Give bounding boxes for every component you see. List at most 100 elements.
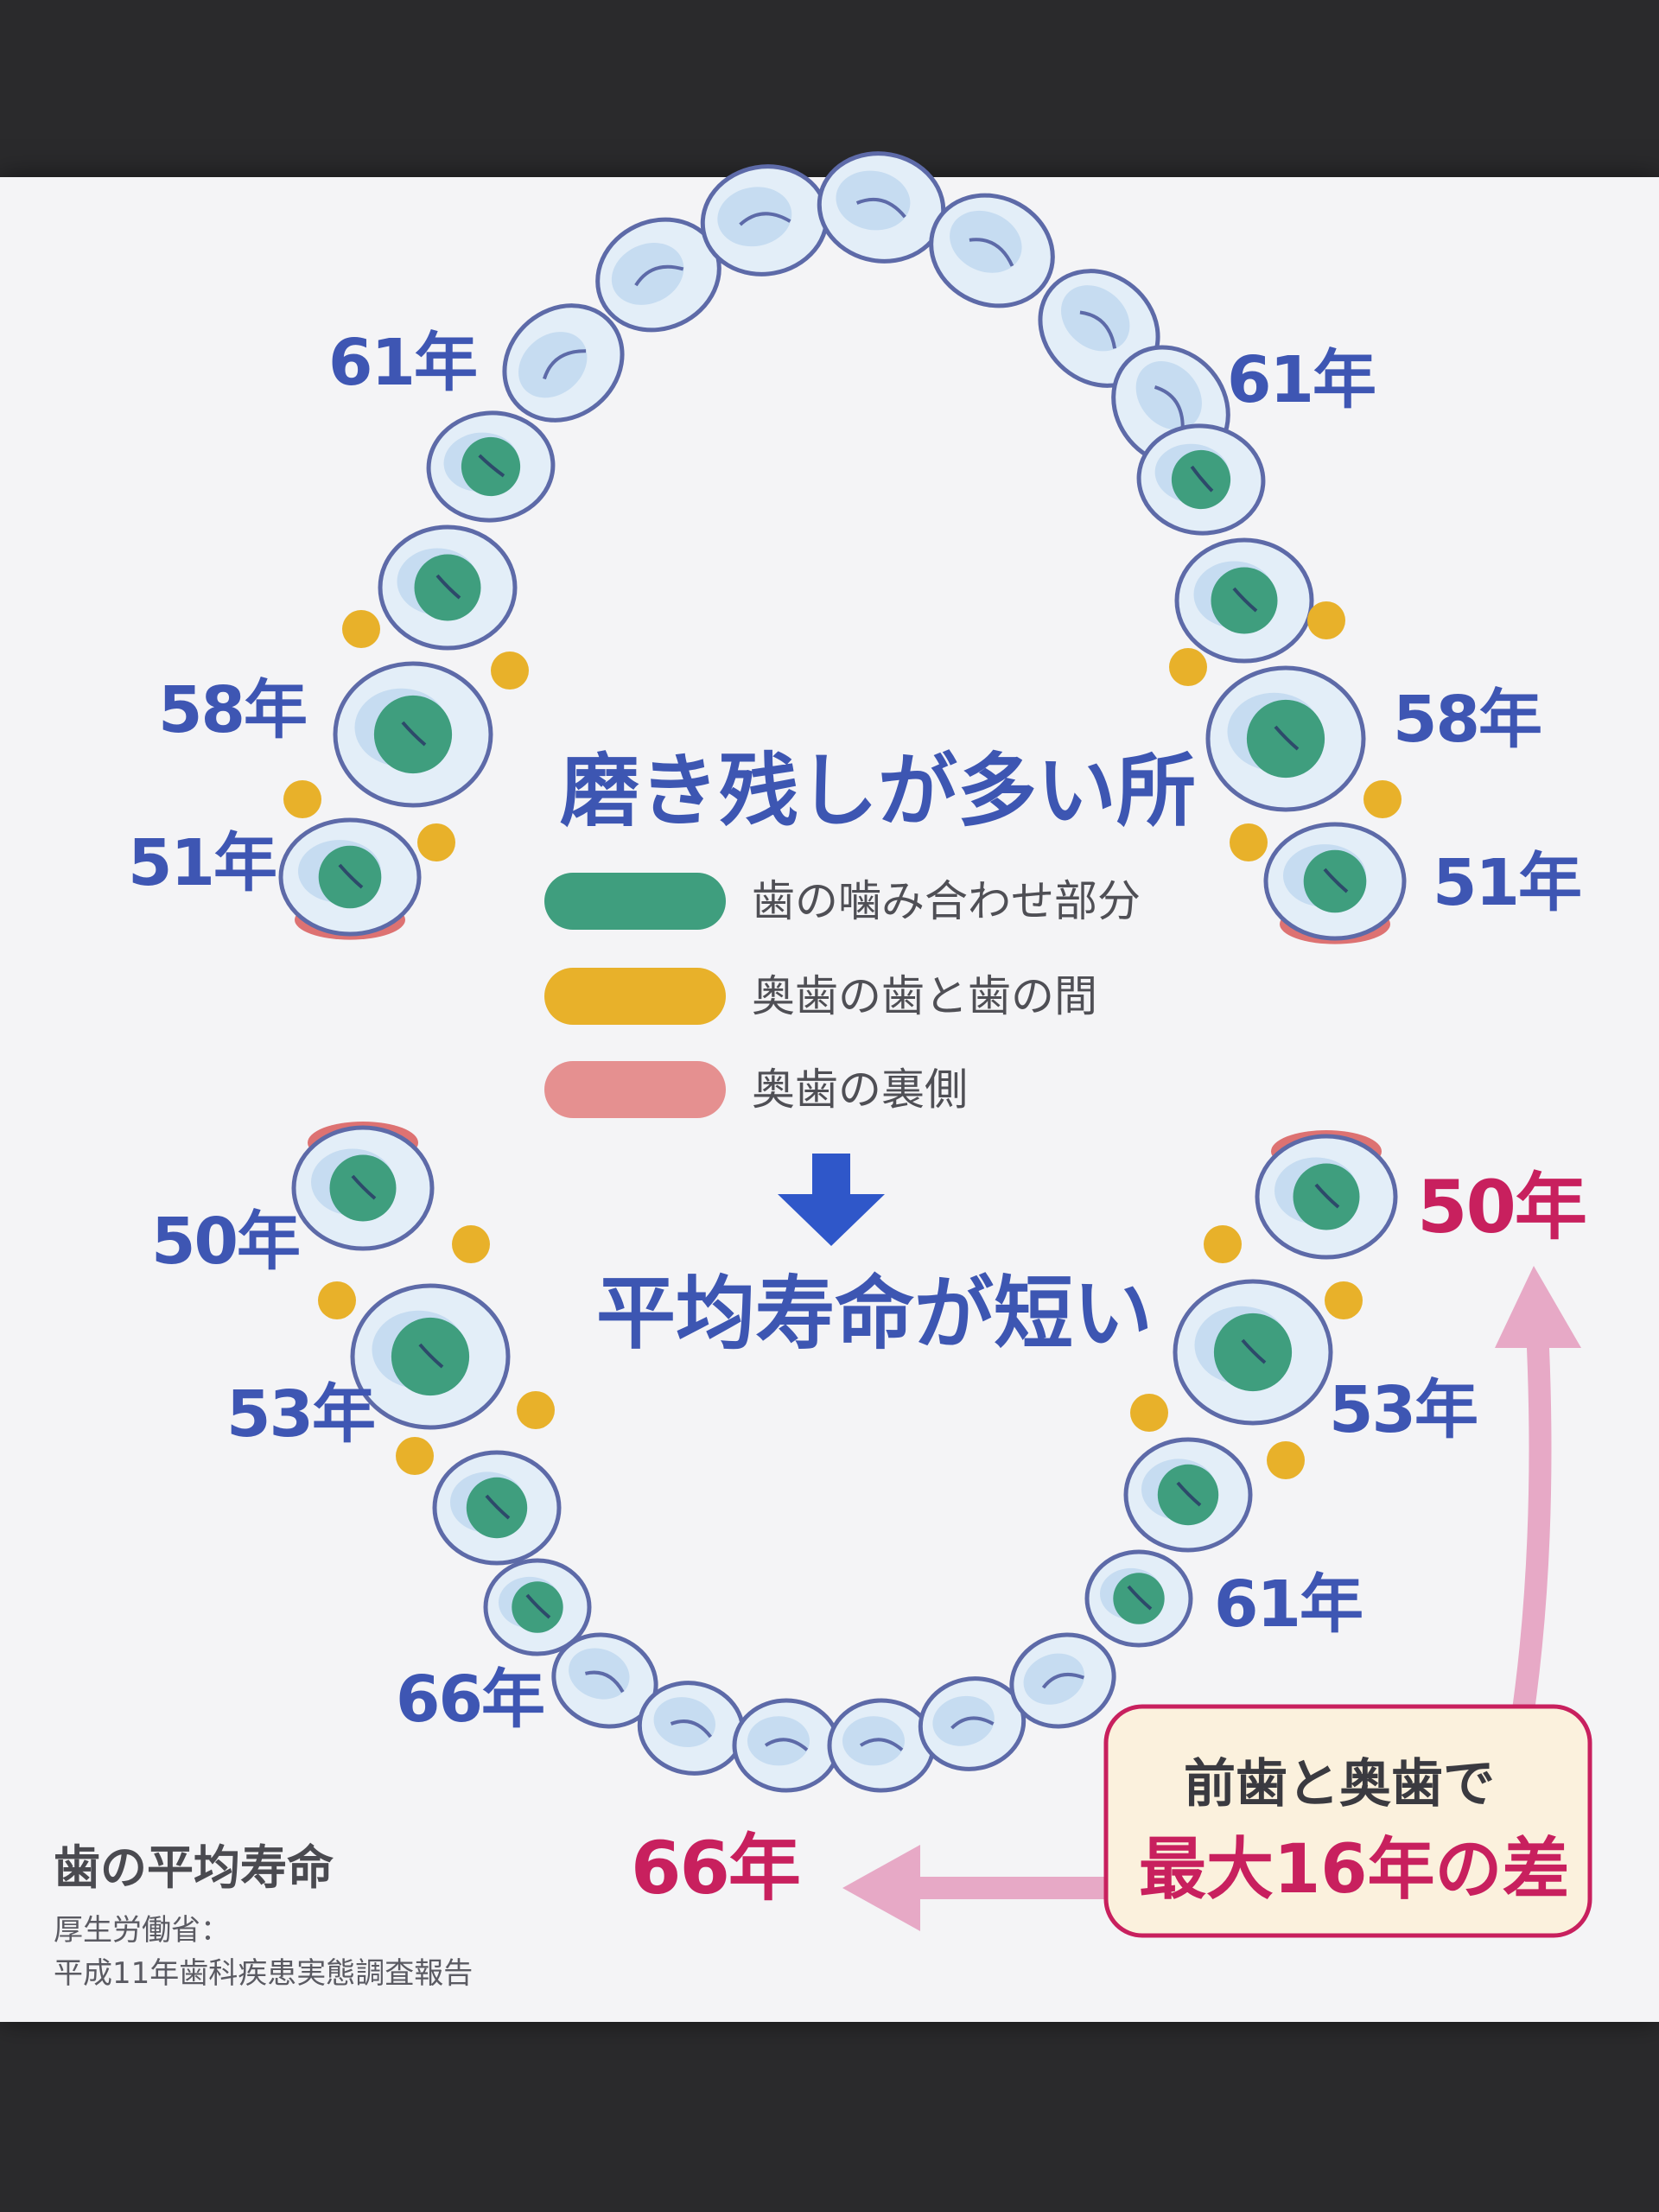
fissure — [338, 863, 364, 889]
tooth — [1174, 537, 1314, 664]
tooth — [1263, 822, 1407, 944]
legend-label-lingual: 奥歯の裏側 — [752, 1065, 968, 1115]
fissure — [1241, 1338, 1267, 1364]
fissure — [351, 1174, 377, 1200]
tooth — [291, 1122, 435, 1251]
fissure — [435, 574, 461, 600]
interproximal-dot — [283, 780, 321, 818]
tooth-line — [855, 197, 906, 219]
interproximal-dot — [1325, 1281, 1363, 1319]
tooth — [426, 410, 556, 523]
tooth-line — [969, 238, 1014, 267]
fissure — [1323, 868, 1349, 893]
tooth — [1123, 1437, 1253, 1553]
tooth-line — [859, 1738, 904, 1751]
fissure — [1314, 1183, 1340, 1209]
fissure — [485, 1494, 511, 1520]
tooth — [1205, 665, 1366, 812]
tooth-line — [764, 1738, 809, 1751]
fissure — [418, 1343, 444, 1369]
interproximal-dot — [1169, 648, 1207, 686]
interproximal-dot — [1307, 601, 1345, 639]
fissure — [525, 1593, 551, 1619]
tooth — [432, 1450, 562, 1566]
tooth — [1136, 423, 1266, 536]
interproximal-dot — [491, 652, 529, 690]
tooth — [817, 151, 946, 264]
headline-title: 磨き残しが多い所 — [560, 745, 1197, 837]
age-upper-left-molar2: 51年 — [128, 826, 277, 900]
tooth — [1173, 1279, 1333, 1426]
interproximal-dot — [417, 823, 455, 861]
tooth — [595, 217, 721, 333]
fissure — [1176, 1481, 1202, 1507]
tooth — [1255, 1130, 1398, 1260]
callout-box — [1103, 1704, 1592, 1938]
footer-source-line1: 厚生労働省： — [54, 1913, 230, 1948]
legend-swatch-interproximal — [544, 968, 726, 1025]
tooth-line — [739, 212, 791, 226]
legend-label-occlusal: 歯の噛み合わせ部分 — [752, 876, 1141, 926]
interproximal-dot — [342, 610, 380, 648]
callout-line1: 前歯と奥歯で — [1184, 1754, 1495, 1815]
age-upper-left-molar1: 58年 — [158, 673, 308, 747]
tooth — [333, 661, 493, 808]
tooth-line — [543, 349, 587, 380]
interproximal-dot — [1204, 1225, 1242, 1263]
tooth — [483, 1558, 592, 1656]
interproximal-dot — [1363, 780, 1402, 818]
age-lower-right-molar1: 53年 — [1329, 1373, 1478, 1447]
difference-arrow-head-left — [842, 1845, 920, 1931]
interproximal-dot — [452, 1225, 490, 1263]
interproximal-dot — [1267, 1441, 1305, 1479]
tooth — [502, 303, 625, 423]
interproximal-dot — [517, 1391, 555, 1429]
difference-arrow-head-up — [1495, 1266, 1581, 1348]
fissure — [1274, 725, 1300, 751]
interproximal-dot — [1130, 1394, 1168, 1432]
footer-title: 歯の平均寿命 — [54, 1840, 334, 1895]
age-upper-right-canine: 61年 — [1227, 343, 1376, 417]
fissure — [401, 721, 427, 747]
interproximal-dot — [396, 1437, 434, 1475]
tooth — [1009, 1632, 1116, 1729]
tooth — [827, 1698, 936, 1793]
callout-line2: 最大16年の差 — [1139, 1831, 1570, 1909]
tooth — [378, 524, 518, 651]
legend-label-interproximal: 奥歯の歯と歯の間 — [752, 971, 1097, 1021]
age-lower-right-premolar: 61年 — [1214, 1567, 1363, 1642]
footer-source-line2: 平成11年歯科疾患実態調査報告 — [54, 1956, 474, 1991]
tooth-line — [1079, 310, 1117, 349]
tooth-line — [670, 1719, 712, 1738]
age-lower-right-molar2: 50年 — [1417, 1165, 1587, 1249]
tooth — [278, 817, 422, 940]
down-arrow-icon — [778, 1154, 885, 1246]
tooth — [732, 1698, 841, 1793]
age-lower-front: 66年 — [631, 1826, 801, 1910]
age-lower-left-molar1: 53年 — [226, 1377, 376, 1452]
interproximal-dot — [318, 1281, 356, 1319]
tooth-line — [634, 264, 684, 287]
tooth — [1084, 1549, 1193, 1648]
conclusion-text: 平均寿命が短い — [596, 1268, 1154, 1360]
age-lower-left-molar2: 50年 — [151, 1205, 301, 1279]
tooth — [929, 193, 1055, 308]
tooth-line — [584, 1670, 625, 1694]
fissure — [478, 454, 505, 478]
interproximal-dot — [1230, 823, 1268, 861]
fissure — [1127, 1585, 1153, 1611]
age-upper-left-canine: 61年 — [328, 326, 478, 400]
tooth-line — [950, 1716, 995, 1730]
tooth — [918, 1676, 1027, 1771]
difference-arrow-curve — [1510, 1337, 1552, 1739]
legend-swatch-occlusal — [544, 873, 726, 930]
tooth — [350, 1283, 511, 1430]
fissure — [1190, 465, 1214, 493]
tooth-line — [1154, 385, 1185, 429]
fissure — [1232, 587, 1258, 613]
tooth-line — [1041, 1672, 1085, 1689]
age-upper-right-molar1: 58年 — [1393, 683, 1542, 757]
legend-swatch-lingual — [544, 1061, 726, 1118]
